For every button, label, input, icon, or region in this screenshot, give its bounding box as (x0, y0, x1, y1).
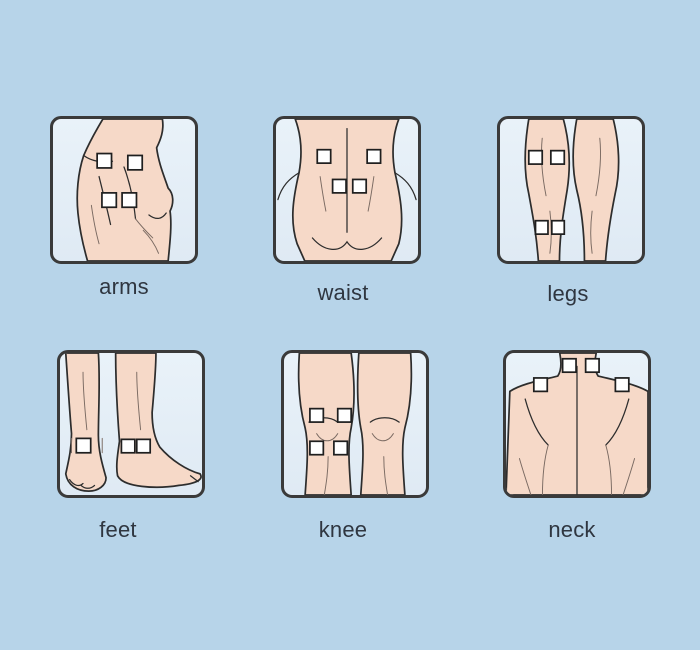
electrode-pad (549, 149, 566, 165)
electrode-pad (351, 178, 368, 194)
ankles-feet-icon (64, 353, 202, 493)
tile-arms (50, 116, 198, 264)
electrode-pad (584, 357, 600, 374)
electrode-pad (331, 178, 347, 194)
label-legs: legs (547, 281, 589, 306)
calves-icon (524, 119, 620, 261)
tile-knee (281, 350, 429, 498)
knees-icon (297, 353, 413, 495)
electrode-pad (309, 407, 325, 423)
electrode-pad (532, 377, 549, 393)
electrode-pad (316, 148, 332, 164)
tile-feet (57, 350, 205, 498)
electrode-pad (121, 192, 138, 209)
tile-legs (497, 116, 645, 264)
electrode-pad (75, 437, 92, 454)
upper-back-neck-icon (506, 353, 648, 495)
electrode-pad (96, 152, 113, 169)
tile-neck (503, 350, 651, 498)
lower-back-icon (277, 119, 417, 261)
electrode-pad (333, 440, 349, 456)
electrode-pad (135, 438, 152, 454)
electrode-pad (561, 357, 577, 374)
label-waist: waist (317, 280, 369, 305)
side-torso-arm-icon (76, 119, 174, 261)
electrode-pad (126, 154, 144, 171)
electrode-pad (550, 219, 566, 235)
electrode-pad (120, 438, 136, 454)
label-arms: arms (99, 274, 149, 299)
tile-waist (273, 116, 421, 264)
label-feet: feet (99, 517, 137, 542)
electrode-pad (366, 148, 382, 164)
electrode-pad (336, 407, 353, 423)
electrode-pad (527, 149, 544, 165)
electrode-pad (534, 219, 549, 235)
electrode-pad (101, 192, 118, 209)
electrode-pad (614, 377, 630, 393)
label-knee: knee (318, 517, 368, 542)
electrode-pad (309, 440, 325, 456)
label-neck: neck (548, 517, 596, 542)
